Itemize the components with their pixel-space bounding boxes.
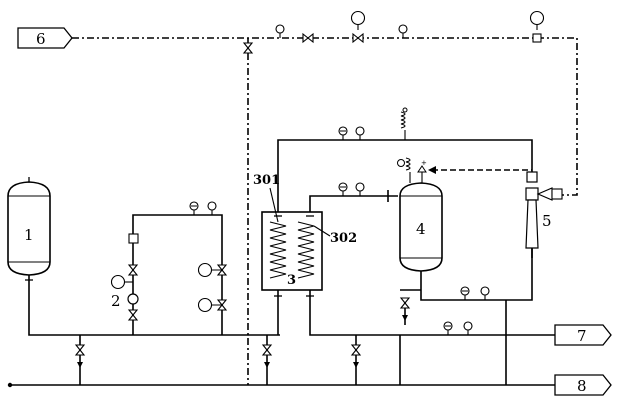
tank4-drain-valve bbox=[400, 297, 410, 309]
pump2-valve-bottom bbox=[128, 309, 138, 321]
loop-pressure-gauge bbox=[207, 201, 217, 216]
line7-temp-gauge bbox=[443, 321, 453, 336]
tank-1-label: 1 bbox=[24, 226, 34, 244]
steam-header-line bbox=[72, 37, 578, 385]
svg-text:+: + bbox=[421, 159, 427, 167]
pump-2 bbox=[127, 293, 139, 305]
tank-1: 1 bbox=[7, 177, 51, 276]
tank-4-label: 4 bbox=[416, 220, 426, 238]
pump-2-label: 2 bbox=[111, 292, 121, 310]
pump2-gauge bbox=[110, 274, 126, 290]
tank4-pressure-gauge bbox=[480, 286, 490, 301]
tank1-drain-valve bbox=[75, 344, 85, 356]
header-valve-1 bbox=[302, 33, 314, 43]
hx-out-pressure-gauge bbox=[355, 182, 365, 197]
hx-to-tank4-pipe bbox=[309, 195, 398, 212]
tank1-outlet-pipe bbox=[28, 275, 280, 336]
header-gauge-4 bbox=[529, 10, 545, 31]
ejector-5: 5 bbox=[525, 171, 563, 249]
line7-pressure-gauge bbox=[463, 321, 473, 336]
port-8: 8 bbox=[554, 374, 612, 396]
port-6: 6 bbox=[17, 27, 73, 49]
port-7: 7 bbox=[554, 324, 612, 346]
hx-3-label: 3 bbox=[287, 273, 296, 288]
header-valve-2 bbox=[352, 33, 364, 43]
header-drop-valve bbox=[243, 42, 253, 54]
tank4-temp-gauge bbox=[460, 286, 470, 301]
steam-safety-valve bbox=[400, 107, 408, 140]
loop-temp-gauge bbox=[189, 201, 199, 216]
pump2-valve-top bbox=[128, 264, 138, 276]
port-8-label: 8 bbox=[577, 377, 587, 395]
hx-outlet-pipe bbox=[309, 290, 555, 336]
tank-4: 4 bbox=[399, 182, 443, 272]
header-gauge-2 bbox=[350, 10, 366, 31]
header-trap bbox=[532, 33, 542, 43]
steam-pressure-gauge bbox=[355, 126, 365, 141]
port-7-label: 7 bbox=[577, 327, 587, 345]
header-gauge-1 bbox=[275, 24, 285, 39]
hx-302-label: 302 bbox=[330, 231, 357, 246]
steam-temp-gauge bbox=[338, 126, 348, 141]
hx-out-temp-gauge bbox=[338, 182, 348, 197]
heat-exchanger-3: 3 bbox=[261, 211, 323, 291]
pump2-filter bbox=[128, 233, 139, 244]
port-6-label: 6 bbox=[36, 30, 46, 48]
ejector-5-label: 5 bbox=[542, 212, 552, 230]
hx-drain-valve bbox=[262, 344, 272, 356]
header-gauge-3 bbox=[398, 24, 408, 39]
hx-301-label: 301 bbox=[253, 173, 280, 188]
line7-drain-valve bbox=[351, 344, 361, 356]
